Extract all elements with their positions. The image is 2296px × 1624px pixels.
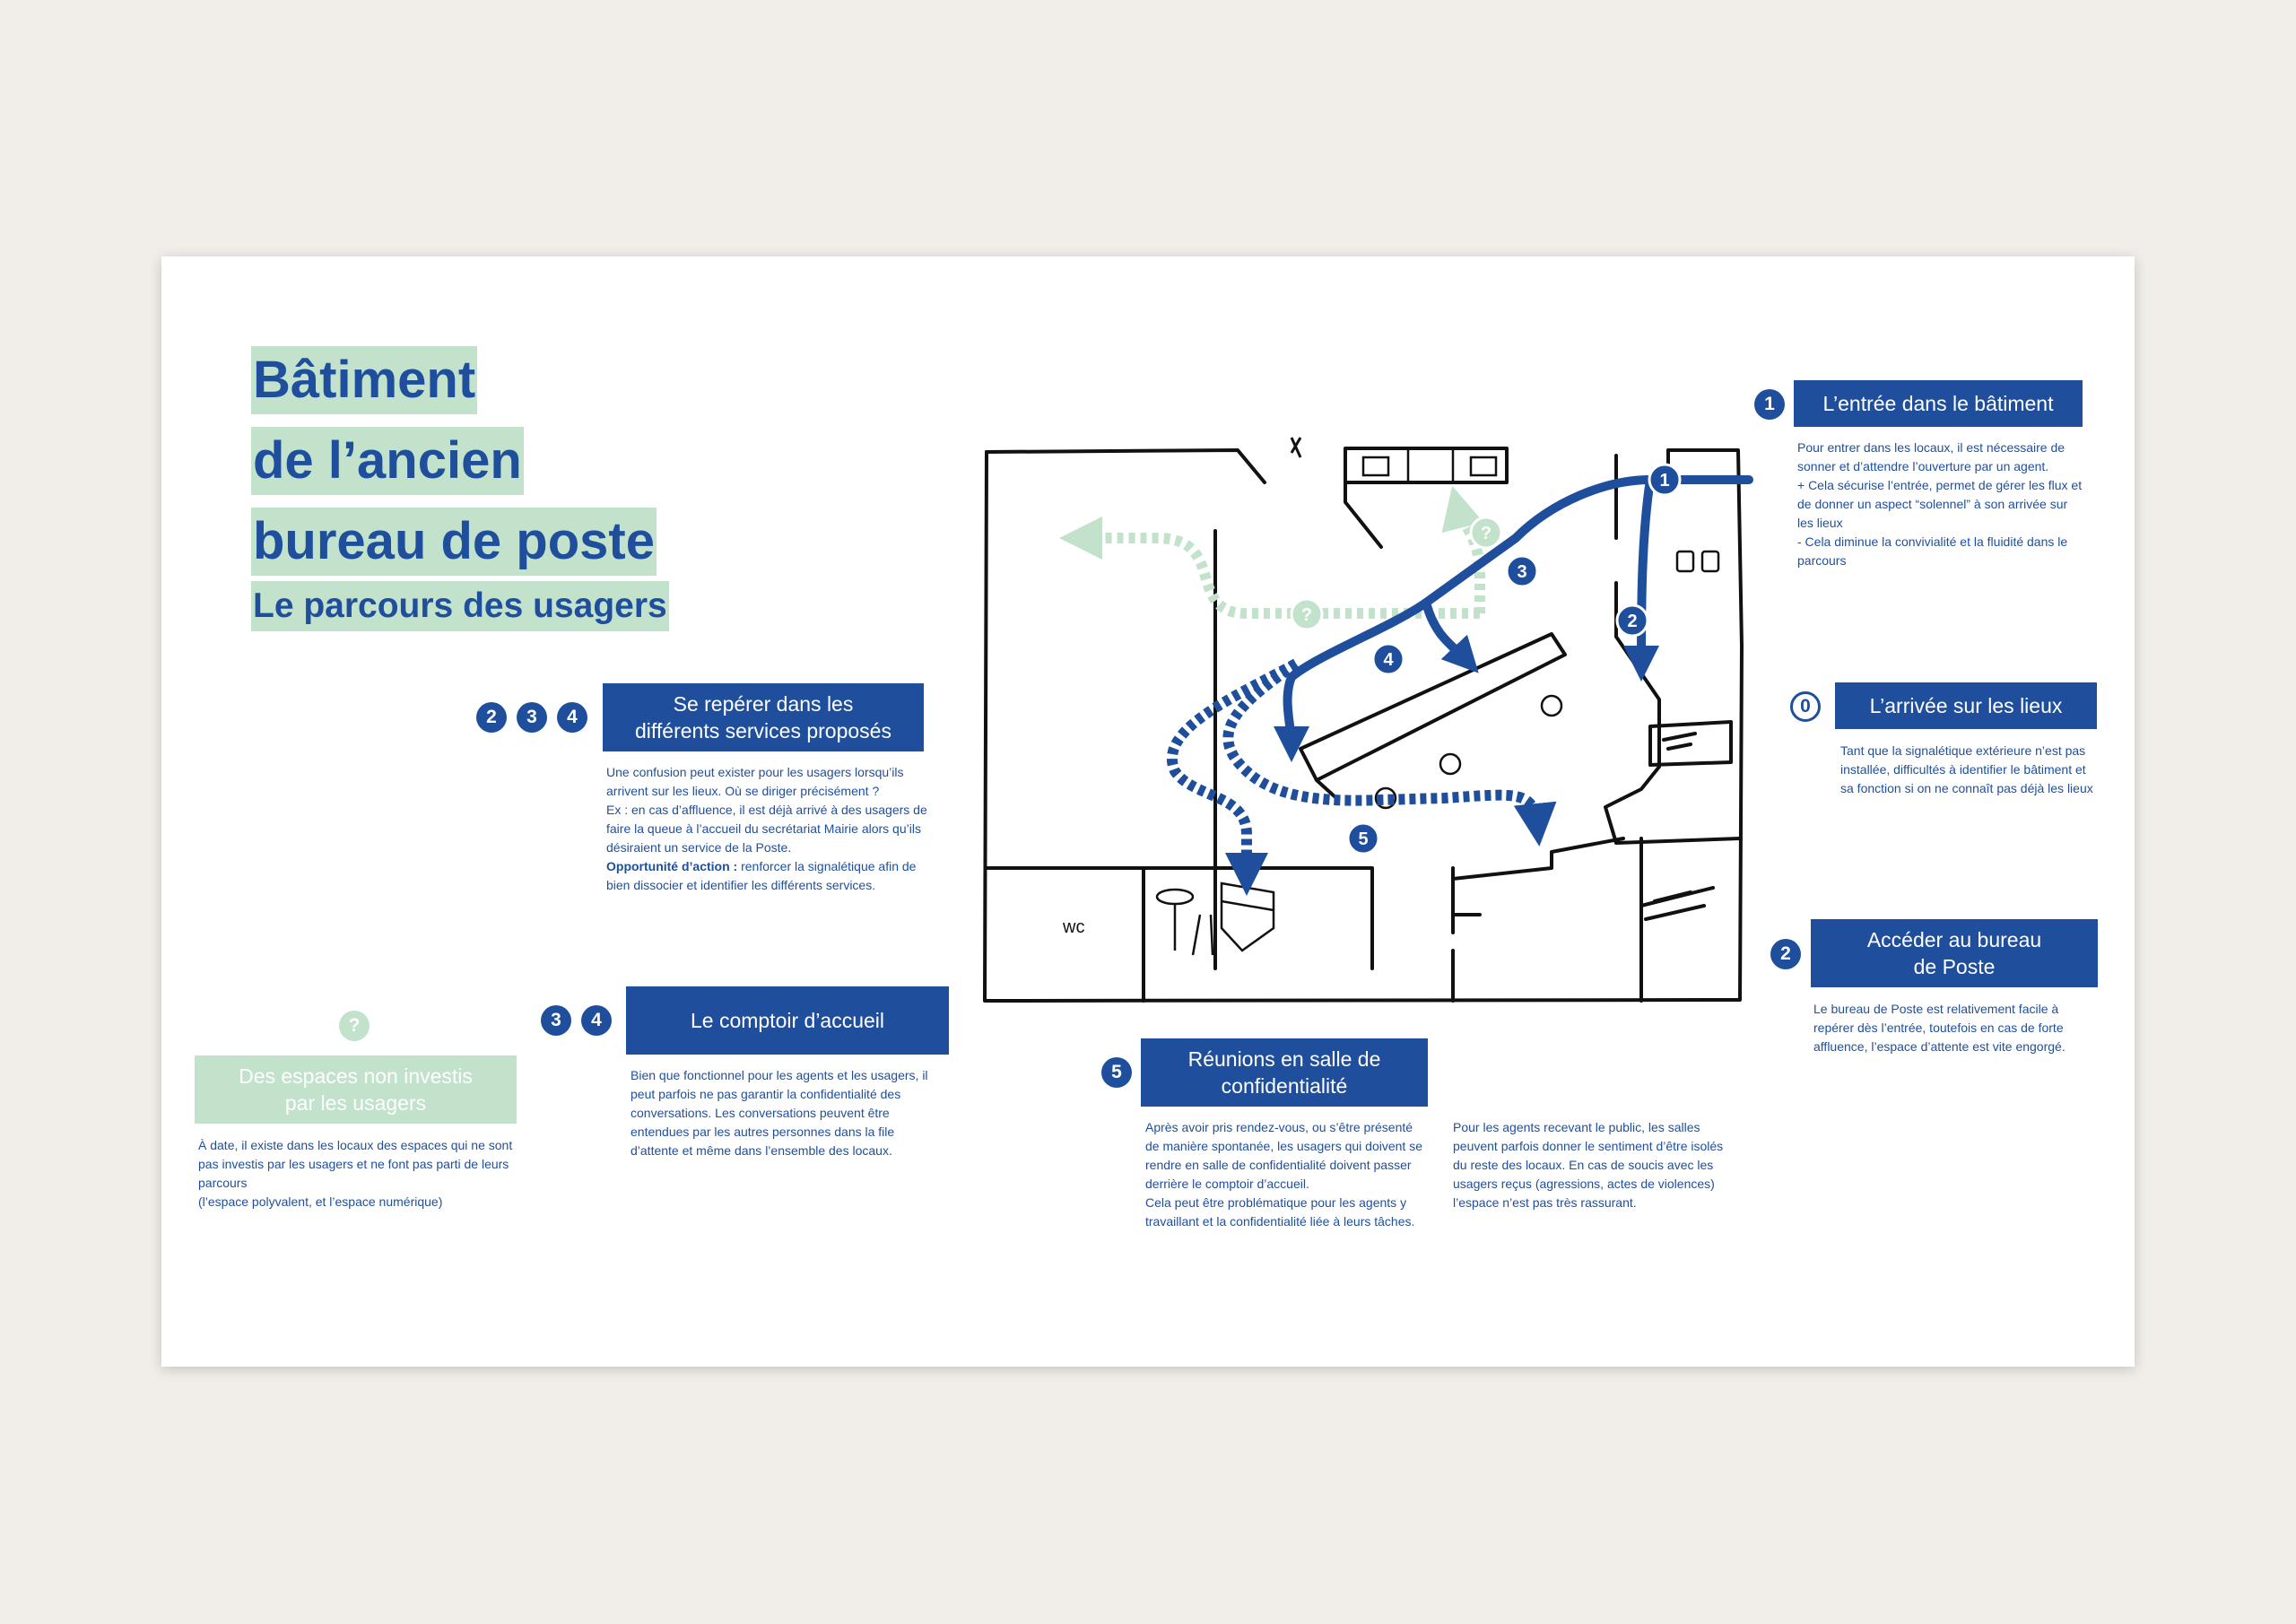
badge-5: 5 <box>1101 1057 1132 1088</box>
acceder-text: Le bureau de Poste est relativement faci… <box>1813 1002 2066 1054</box>
plan-green-path <box>1059 485 1485 619</box>
wc-label: wc <box>1062 917 1084 937</box>
reperer-p3: Opportunité d’action : renforcer la sign… <box>606 857 929 895</box>
plan-kitchen <box>1155 881 1275 956</box>
entree-text: Pour entrer dans les locaux, il est néce… <box>1797 439 2084 570</box>
marker-5: 5 <box>1358 829 1368 849</box>
reperer-heading: Se repérer dans les différents services … <box>603 683 924 751</box>
badge-3: 3 <box>517 702 547 733</box>
entree-heading: L’entrée dans le bâtiment <box>1794 380 2083 427</box>
reperer-text: Une confusion peut exister pour les usag… <box>606 763 929 895</box>
plan-blue-path <box>1273 475 1753 762</box>
espaces-p2: (l’espace polyvalent, et l’espace numéri… <box>198 1194 443 1209</box>
floor-plan: wc 1 2 3 4 5 ? ? <box>983 437 1753 1003</box>
comptoir-heading: Le comptoir d’accueil <box>626 986 949 1055</box>
plan-screens <box>1361 450 1498 482</box>
plan-chairs <box>1374 550 1720 810</box>
badge-4: 4 <box>581 1005 612 1036</box>
laposte-logo-icon <box>1639 732 1715 921</box>
badge-3: 3 <box>541 1005 571 1036</box>
espaces-p1: À date, il existe dans les locaux des es… <box>198 1138 513 1190</box>
reperer-p1: Une confusion peut exister pour les usag… <box>606 765 904 798</box>
acceder-heading: Accéder au bureau de Poste <box>1811 919 2098 987</box>
plan-blue-dotted-path <box>1167 658 1557 896</box>
reunions-col1-p2: Cela peut être problématique pour les ag… <box>1145 1195 1415 1229</box>
acceder-heading-text: Accéder au bureau de Poste <box>1866 928 2042 978</box>
marker-4: 4 <box>1383 650 1394 670</box>
title-line-3: bureau de poste <box>251 508 657 576</box>
plan-walls <box>983 447 1744 1003</box>
badge-1: 1 <box>1754 389 1785 420</box>
marker-2: 2 <box>1627 612 1637 631</box>
reperer-p3-bold: Opportunité d’action : <box>606 859 738 873</box>
espaces-text: À date, il existe dans les locaux des es… <box>198 1136 521 1211</box>
reperer-heading-text: Se repérer dans les différents services … <box>635 692 891 743</box>
arrivee-heading: L’arrivée sur les lieux <box>1835 682 2097 729</box>
badge-2: 2 <box>476 702 507 733</box>
reunions-col2: Pour les agents recevant le public, les … <box>1453 1120 1724 1210</box>
comptoir-text: Bien que fonctionnel pour les agents et … <box>631 1068 928 1158</box>
badge-question: ? <box>339 1011 370 1041</box>
door-icon <box>1290 437 1302 458</box>
reperer-p3-text: renforcer la signalétique afin de bien d… <box>606 859 917 892</box>
reunions-heading-text: Réunions en salle de confidentialité <box>1187 1047 1381 1098</box>
marker-1: 1 <box>1659 471 1669 491</box>
marker-question: ? <box>1301 605 1312 625</box>
badge-0: 0 <box>1790 691 1821 722</box>
marker-question: ? <box>1481 524 1492 543</box>
badge-4: 4 <box>557 702 587 733</box>
reunions-col1: Après avoir pris rendez-vous, ou s’être … <box>1145 1118 1423 1231</box>
title-subtitle: Le parcours des usagers <box>251 581 669 631</box>
reperer-p2: Ex : en cas d’affluence, il est déjà arr… <box>606 803 927 855</box>
entree-p3: - Cela diminue la convivialité et la flu… <box>1797 534 2068 568</box>
reunions-heading: Réunions en salle de confidentialité <box>1141 1038 1428 1107</box>
badge-2: 2 <box>1770 939 1801 969</box>
entree-p2: + Cela sécurise l’entrée, permet de gére… <box>1797 478 2083 530</box>
espaces-heading: Des espaces non investis par les usagers <box>195 1055 517 1124</box>
title-line-2: de l’ancien <box>251 427 524 495</box>
entree-p1: Pour entrer dans les locaux, il est néce… <box>1797 440 2066 473</box>
arrivee-text: Tant que la signalétique extérieure n’es… <box>1840 743 2093 795</box>
reunions-col1-p1: Après avoir pris rendez-vous, ou s’être … <box>1145 1120 1422 1191</box>
plan-markers: 1 2 3 4 5 ? ? <box>1290 463 1682 855</box>
marker-3: 3 <box>1517 562 1526 582</box>
espaces-heading-text: Des espaces non investis par les usagers <box>239 1064 473 1115</box>
title-line-1: Bâtiment <box>251 346 478 414</box>
